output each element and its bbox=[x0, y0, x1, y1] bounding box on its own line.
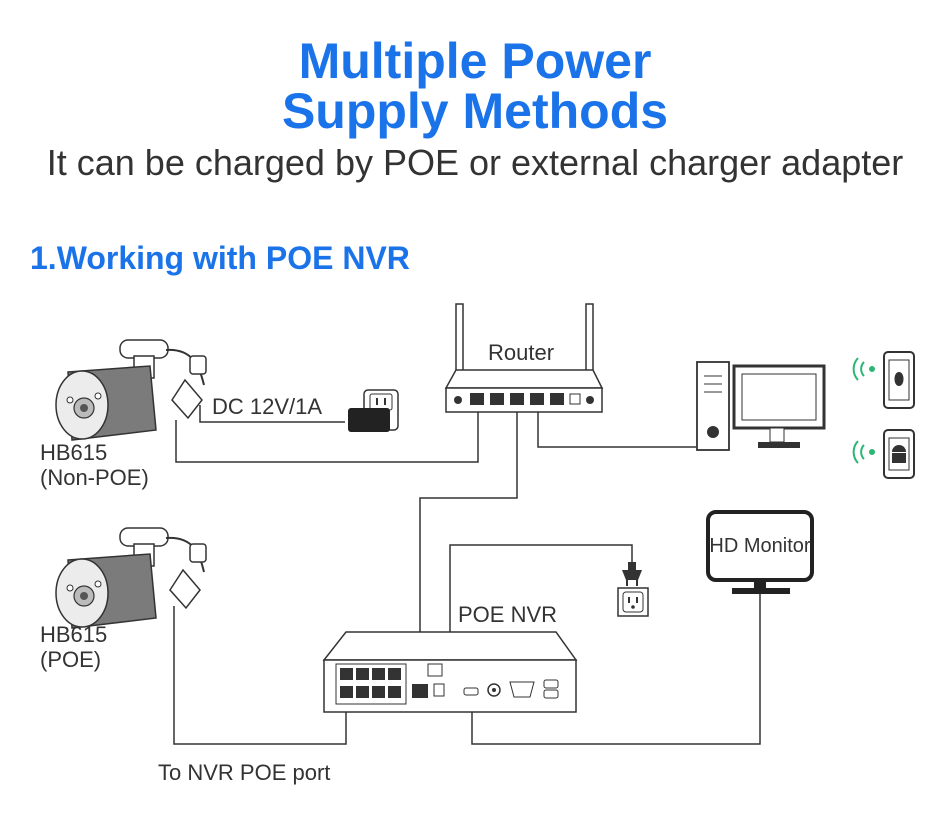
wall-outlet-icon bbox=[617, 587, 649, 617]
router-icon bbox=[444, 303, 604, 413]
camera2-icon bbox=[55, 527, 207, 629]
section-title: 1.Working with POE NVR bbox=[30, 240, 410, 276]
page-title-line1: Multiple Power bbox=[298, 33, 652, 89]
hd-monitor-icon bbox=[706, 510, 814, 594]
cable-nvr-power bbox=[449, 544, 633, 686]
camera1-model-label: HB615 bbox=[40, 440, 107, 465]
nvr-port-label: To NVR POE port bbox=[158, 760, 330, 785]
power-adapter-icon bbox=[348, 389, 399, 432]
iphone-icon bbox=[883, 351, 915, 409]
monitor-label: HD Monitor bbox=[709, 535, 810, 557]
android-phone-icon bbox=[883, 429, 915, 479]
cable-nvr-monitor bbox=[471, 592, 761, 745]
cable-camera2-nvr bbox=[173, 606, 347, 745]
page-title-line2: Supply Methods bbox=[281, 83, 669, 139]
cable-camera1-router bbox=[175, 408, 479, 463]
cable-router-pc bbox=[537, 408, 696, 448]
power-plug-icon bbox=[622, 562, 642, 586]
desktop-pc-icon bbox=[696, 361, 826, 451]
wiring bbox=[173, 405, 761, 745]
router-label: Router bbox=[488, 340, 554, 365]
nvr-label: POE NVR bbox=[458, 602, 557, 627]
cable-router-nvr bbox=[419, 408, 518, 686]
camera1-type-label: (Non-POE) bbox=[40, 465, 149, 490]
cable-camera1-dc bbox=[199, 405, 345, 423]
camera1-icon bbox=[55, 339, 207, 441]
dc-power-label: DC 12V/1A bbox=[212, 394, 322, 419]
camera2-model-label: HB615 bbox=[40, 622, 107, 647]
page-subtitle: It can be charged by POE or external cha… bbox=[46, 142, 904, 183]
wifi-icon bbox=[852, 440, 875, 464]
wifi-icon bbox=[852, 357, 875, 381]
camera2-type-label: (POE) bbox=[40, 647, 101, 672]
poe-nvr-icon bbox=[322, 631, 578, 713]
